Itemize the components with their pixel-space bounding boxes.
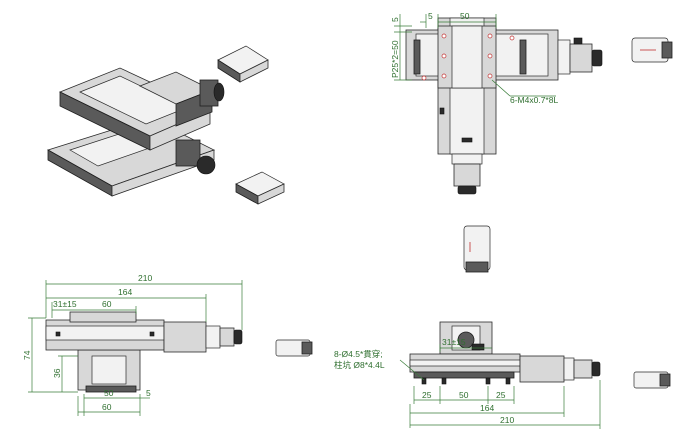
iso-knob-upper: [213, 82, 225, 102]
top-view: 5 50 5 P25*2=50 6-M4x0.7*8L: [390, 11, 673, 273]
front-motor-flange: [205, 325, 221, 349]
front-dim-50: 50: [104, 388, 114, 398]
side-hole-note-2: 柱坑 Ø8*4.4L: [334, 360, 385, 370]
front-view: 210 164 31±15 60 74 36 50 5: [22, 273, 313, 416]
top-motor-cable: [573, 37, 583, 45]
top-dim-5-horizontal: 5: [428, 11, 433, 21]
top-carriage-slot: [451, 25, 483, 89]
side-stage-rail: [409, 359, 521, 367]
top-hole: [487, 53, 493, 59]
side-dim-164: 164: [480, 403, 494, 413]
top-connector-right: [631, 37, 673, 63]
side-screw: [421, 377, 427, 385]
isometric-view: [46, 45, 285, 205]
side-dim-25-right: 25: [496, 390, 506, 400]
top-motor-body: [569, 43, 593, 73]
front-dim-31: 31±15: [53, 299, 77, 309]
front-dim-60-top: 60: [102, 299, 112, 309]
side-motor-flange: [563, 357, 575, 381]
top-hole: [487, 33, 493, 39]
top-dim-50-horizontal: 50: [460, 11, 470, 21]
side-stage-base: [413, 371, 515, 379]
front-motor-knob: [233, 329, 243, 345]
iso-connector-bottom: [235, 171, 285, 205]
front-connector: [275, 339, 313, 357]
top-dim-5-vertical: 5: [390, 17, 400, 22]
front-dim-210: 210: [138, 273, 152, 283]
front-lower-foot: [85, 385, 137, 393]
top-rail-left: [413, 39, 421, 75]
top-hole: [441, 53, 447, 59]
top-mark: [461, 137, 473, 143]
top-dims: 5 50 5 P25*2=50 6-M4x0.7*8L: [390, 11, 558, 105]
top-hole: [509, 35, 515, 41]
side-view: 31±15 8-Ø4.5*貫穿; 柱坑 Ø8*4.4L 25 50 25 164…: [334, 321, 671, 429]
top-hole: [441, 33, 447, 39]
side-motor-knob: [591, 361, 601, 377]
iso-motor-lower: [175, 139, 201, 167]
side-screw: [441, 377, 447, 385]
front-dim-36: 36: [52, 368, 62, 378]
side-dim-31: 31±15: [442, 337, 466, 347]
top-motor-knob: [591, 49, 603, 67]
top-hole: [441, 73, 447, 79]
side-dim-50: 50: [459, 390, 469, 400]
iso-knob-lower: [196, 155, 216, 175]
side-dim-210: 210: [500, 415, 514, 425]
side-motor-body: [573, 359, 593, 379]
front-dim-5: 5: [146, 388, 151, 398]
front-motor-body: [219, 327, 235, 347]
top-dim-pitch: P25*2=50: [390, 40, 400, 78]
side-dim-25-left: 25: [422, 390, 432, 400]
top-rail-right: [519, 39, 527, 75]
front-dim-164: 164: [118, 287, 132, 297]
side-hole-note-1: 8-Ø4.5*貫穿;: [334, 349, 383, 359]
front-lower-inner: [91, 355, 127, 385]
top-motor2-body: [453, 163, 481, 187]
front-dim-60-bottom: 60: [102, 402, 112, 412]
side-motor-housing: [519, 355, 565, 383]
front-dim-74: 74: [22, 350, 32, 360]
front-top-carriage: [69, 311, 137, 323]
top-hole-callout: 6-M4x0.7*8L: [510, 95, 558, 105]
top-motor-flange: [557, 39, 571, 75]
top-hole: [421, 75, 427, 81]
front-top-rail: [45, 325, 165, 341]
front-screw: [55, 331, 61, 337]
front-screw: [149, 331, 155, 337]
top-connector-bottom: [463, 225, 491, 273]
top-hole: [487, 73, 493, 79]
top-mark: [439, 107, 445, 115]
side-screw: [485, 377, 491, 385]
side-nut: [471, 343, 485, 351]
top-motor2-knob: [457, 185, 477, 195]
front-dims: 210 164 31±15 60 74 36 50 5: [22, 273, 243, 416]
front-motor-housing: [163, 321, 207, 353]
top-motor2-flange: [451, 153, 483, 165]
side-connector: [633, 371, 671, 389]
iso-connector-top: [217, 45, 269, 83]
side-dims: 31±15 8-Ø4.5*貫穿; 柱坑 Ø8*4.4L 25 50 25 164…: [334, 337, 601, 429]
side-screw: [505, 377, 511, 385]
